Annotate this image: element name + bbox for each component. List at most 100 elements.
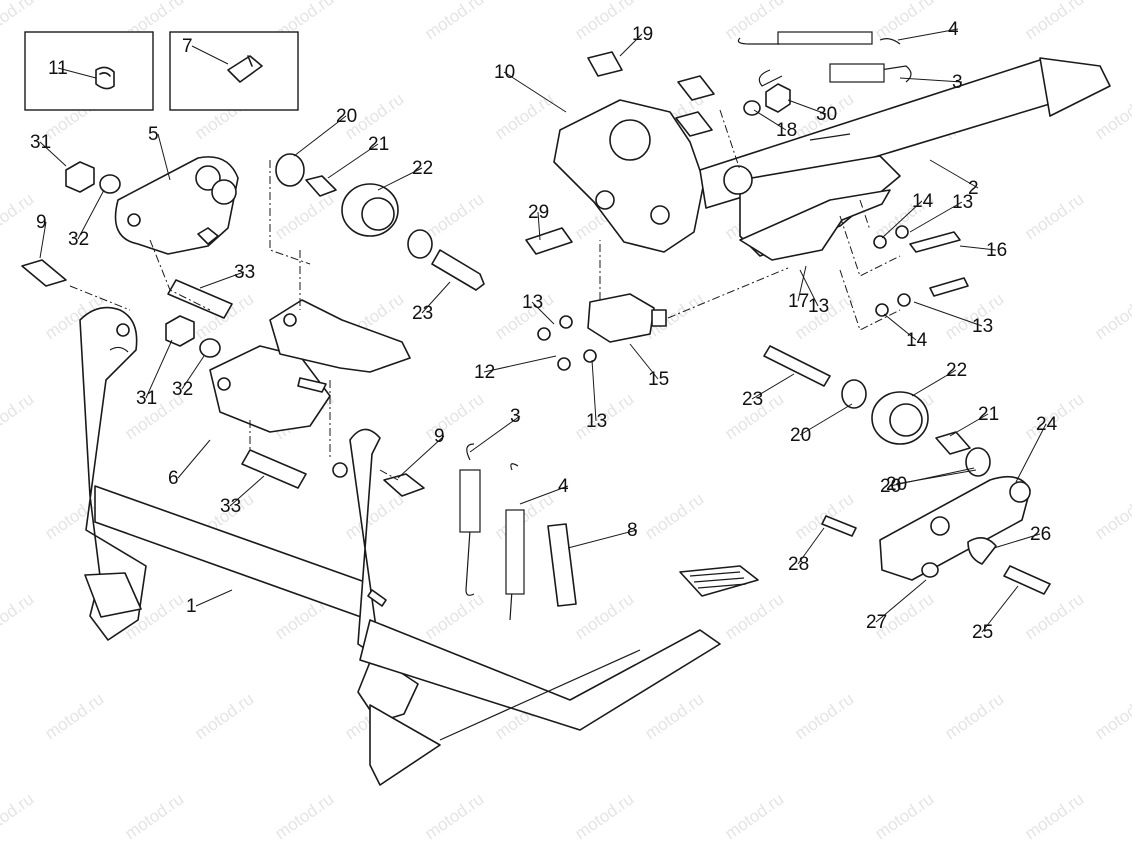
callout-number: 31 xyxy=(136,388,157,409)
callout-leader xyxy=(993,533,1041,549)
inset-box-part-11 xyxy=(24,31,154,111)
part-21-spacer-right xyxy=(935,431,971,455)
watermark-text: motod.ru xyxy=(1091,289,1132,343)
part-32-washer-lower xyxy=(199,338,221,358)
callout-number: 10 xyxy=(494,62,515,83)
watermark-text: motod.ru xyxy=(121,789,187,843)
part-8-pin xyxy=(547,523,577,607)
callout-leader xyxy=(797,527,825,565)
callout-leader xyxy=(377,167,423,191)
part-5-bracket xyxy=(114,156,239,255)
callout-leader xyxy=(199,271,245,289)
part-24-linkage xyxy=(879,475,1031,581)
callout-number: 26 xyxy=(1030,524,1051,545)
callout-leader xyxy=(195,589,233,607)
callout-leader xyxy=(899,77,963,83)
watermark-text: motod.ru xyxy=(41,689,107,743)
callout-leader xyxy=(229,475,265,507)
watermark-text: motod.ru xyxy=(1021,789,1087,843)
part-27-washer xyxy=(921,562,939,578)
callout-number: 20 xyxy=(880,476,901,497)
callout-number: 24 xyxy=(1036,414,1058,435)
callout-leader xyxy=(753,109,787,131)
watermark-text: motod.ru xyxy=(0,189,37,243)
callout-number: 5 xyxy=(148,124,159,145)
callout-number: 23 xyxy=(412,303,433,324)
callout-number: 13 xyxy=(808,296,829,317)
callout-number: 27 xyxy=(866,612,887,633)
callout-leader xyxy=(39,221,47,259)
watermark-text: motod.ru xyxy=(791,689,857,743)
assembly-line-4 xyxy=(69,285,131,311)
callout-number: 14 xyxy=(912,191,934,212)
watermark-text: motod.ru xyxy=(1091,689,1132,743)
callout-number: 21 xyxy=(978,404,999,425)
callout-number: 25 xyxy=(972,622,993,643)
part-14-washer-b xyxy=(875,303,889,317)
callout-leader xyxy=(875,579,927,623)
part-23-bolt-right xyxy=(763,345,831,387)
watermark-text: motod.ru xyxy=(641,689,707,743)
part-31-nut-upper xyxy=(65,161,95,193)
callout-leader xyxy=(469,415,521,453)
watermark-text: motod.ru xyxy=(871,789,937,843)
watermark-text: motod.ru xyxy=(191,689,257,743)
callout-leader xyxy=(751,373,795,400)
callout-number: 9 xyxy=(434,426,445,447)
part-22-damper-right xyxy=(871,391,929,445)
watermark-text: motod.ru xyxy=(0,589,37,643)
callout-leader xyxy=(181,355,205,390)
callout-number: 15 xyxy=(648,369,669,390)
bracket-plate xyxy=(269,299,411,373)
part-32-washer-upper xyxy=(99,174,121,194)
callout-leader xyxy=(897,28,959,41)
watermark-text: motod.ru xyxy=(271,189,337,243)
callout-number: 23 xyxy=(742,389,763,410)
callout-leader xyxy=(145,339,173,399)
part-12-nut-b xyxy=(557,357,571,371)
callout-leader xyxy=(797,265,807,302)
callout-leader xyxy=(157,133,171,181)
watermark-text: motod.ru xyxy=(1091,89,1132,143)
callout-number: 13 xyxy=(972,316,993,337)
callout-number: 33 xyxy=(234,262,255,283)
callout-number: 3 xyxy=(510,406,521,427)
part-21-spacer-left xyxy=(305,175,337,197)
part-20-bushing-right xyxy=(841,379,867,409)
callout-number: 13 xyxy=(522,292,543,313)
part-19-bolt-3 xyxy=(675,111,713,137)
callout-number: 13 xyxy=(952,192,973,213)
watermark-text: motod.ru xyxy=(421,189,487,243)
part-29-pin xyxy=(525,227,573,255)
part-6-bracket xyxy=(209,345,331,433)
part-30-nut xyxy=(765,83,791,113)
part-16-bolt-lower xyxy=(929,277,969,297)
callout-number: 28 xyxy=(788,554,809,575)
part-15-switch-plug xyxy=(651,309,667,327)
part-20-bushing-right-2 xyxy=(965,447,991,477)
callout-leader xyxy=(981,585,1019,633)
assembly-line-12 xyxy=(719,109,741,171)
part-4-spring-top xyxy=(737,31,901,45)
callout-number: 31 xyxy=(30,132,51,153)
callout-leader xyxy=(799,403,853,436)
callout-number: 6 xyxy=(168,468,179,489)
assembly-line-13 xyxy=(859,199,871,231)
part-20-bushing-left-2 xyxy=(407,229,433,259)
part-15-switch xyxy=(587,293,655,343)
watermark-text: motod.ru xyxy=(571,589,637,643)
part-13-washer-b xyxy=(583,349,597,363)
part-19-bolt-1 xyxy=(587,51,623,77)
watermark-text: motod.ru xyxy=(571,0,637,43)
watermark-text: motod.ru xyxy=(791,489,857,543)
callout-number: 33 xyxy=(220,496,241,517)
callout-leader xyxy=(503,71,567,113)
assembly-line-1 xyxy=(269,160,311,265)
callout-number: 13 xyxy=(586,411,607,432)
part-13-washer-d xyxy=(897,293,911,307)
callout-number: 20 xyxy=(790,425,811,446)
watermark-text: motod.ru xyxy=(941,689,1007,743)
callout-leader xyxy=(519,485,569,505)
part-12-nut-a xyxy=(537,327,551,341)
